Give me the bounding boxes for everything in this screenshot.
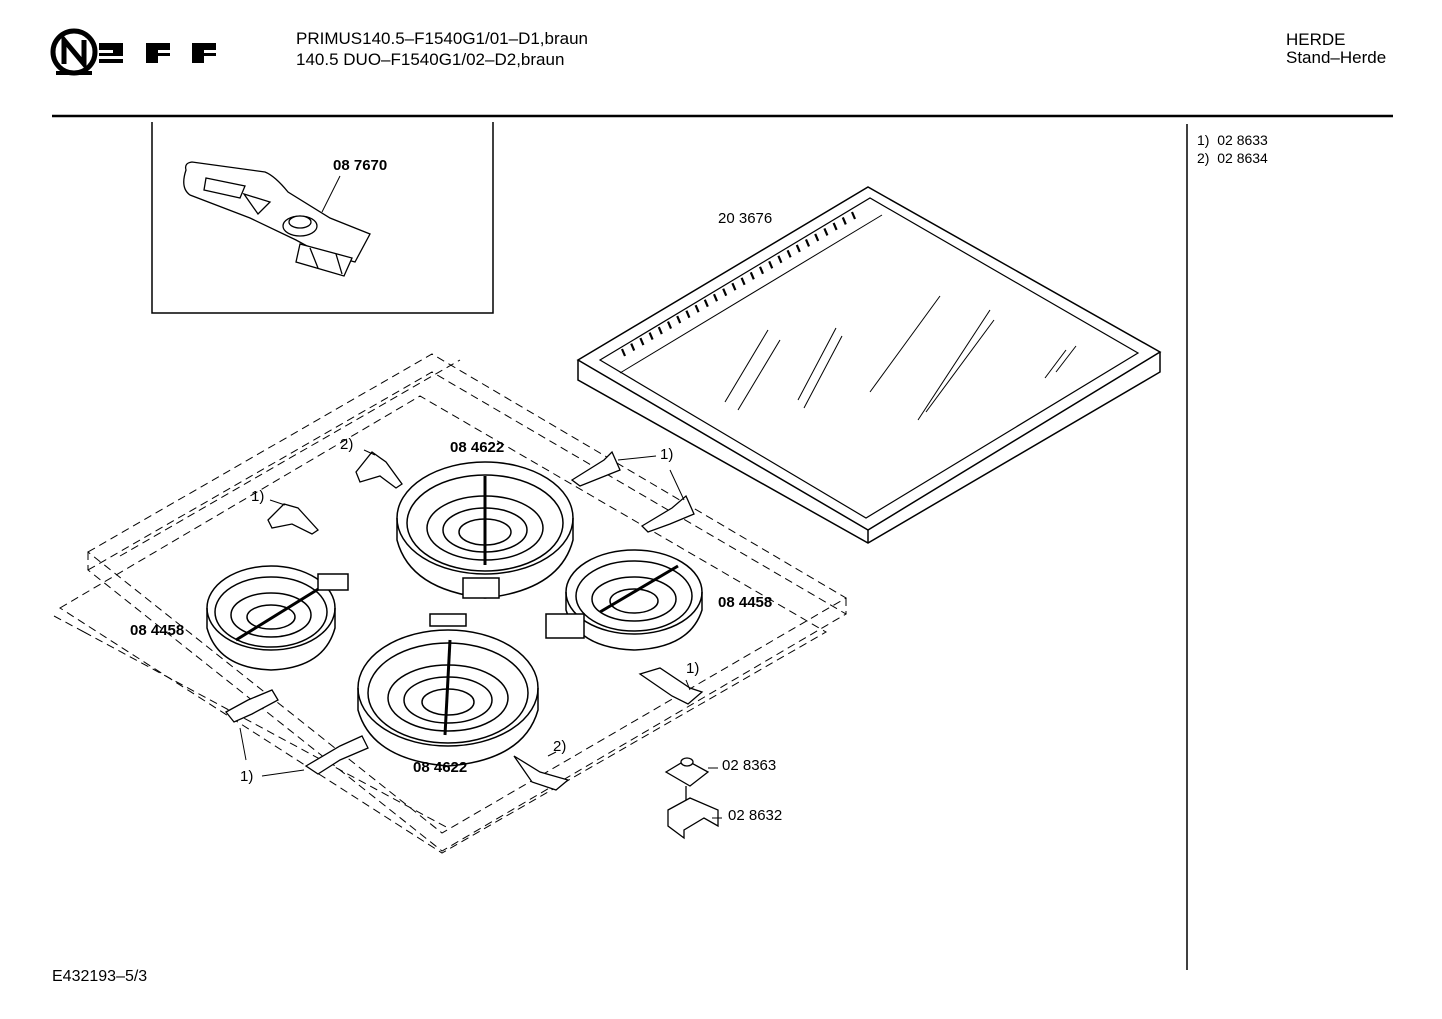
category-label: HERDE [1286,30,1346,49]
part-label-hotplate-left: 08 4458 [130,622,185,639]
hotplate-left-icon [206,565,349,671]
vent-slot [823,228,829,236]
hotplate-rear-icon [396,461,574,599]
vent-slot [841,217,847,225]
scraper-icon [183,161,371,277]
neff-logo [50,28,216,76]
hotplate-right-icon [545,549,703,651]
vent-slot [620,348,627,357]
vent-slot [703,299,709,308]
doc-id: E432193–5/3 [52,968,148,985]
note-key: 2) [1197,150,1210,166]
hotplates [206,461,703,767]
vent-slot [740,277,746,286]
part-label-hotplate-rear: 08 4622 [450,439,505,456]
part-label-scraper: 08 7670 [333,157,388,174]
vent-slot [814,233,820,242]
vent-slot [648,332,654,340]
scraper-inset [151,122,494,314]
part-label-sensor: 02 8363 [722,757,777,774]
vent-slot [712,293,719,302]
glass-top [576,186,1162,544]
vent-slot [676,315,682,324]
vent-slot [804,238,811,247]
vent-slot [758,266,765,275]
note-key: 1) [1197,132,1210,148]
vent-slot [657,326,663,335]
vent-slot [639,337,645,346]
vent-slot [749,271,755,280]
vent-slot [786,249,792,258]
note-item: 1) 02 8633 [1197,131,1268,149]
vent-slot [777,255,783,264]
note-item: 2) 02 8634 [1197,149,1268,167]
vent-slot [722,288,728,297]
callout-2: 2) [553,738,567,755]
model-line-1: PRIMUS140.5–F1540G1/01–D1,braun [296,29,589,48]
callout-1: 1) [240,768,254,785]
vent-slot [832,222,838,231]
vent-slot [630,343,636,351]
callout-1: 1) [686,660,700,677]
part-label-glass-top: 20 3676 [718,210,773,227]
vent-slot [850,211,857,220]
note-part: 02 8633 [1217,132,1268,148]
hotplate-front-icon [357,613,539,767]
part-label-hotplate-front: 08 4622 [413,759,468,776]
vent-slot [694,304,700,313]
note-part: 02 8634 [1217,150,1268,166]
callout-1: 1) [251,488,265,505]
vent-slot [795,244,801,253]
subcategory-label: Stand–Herde [1286,48,1387,67]
vent-slot [731,282,737,291]
part-label-hotplate-right: 08 4458 [718,594,773,611]
bracket-icon [667,797,719,840]
sensor-icon [664,757,710,800]
vent-slot [666,321,673,330]
vent-slot [685,310,691,319]
vent-slot [768,260,774,269]
callout-2: 2) [340,436,354,453]
clips [225,450,704,791]
model-line-2: 140.5 DUO–F1540G1/02–D2,braun [296,50,565,69]
part-label-bracket: 02 8632 [728,807,783,824]
callout-1: 1) [660,446,674,463]
leader-lines [239,449,722,819]
